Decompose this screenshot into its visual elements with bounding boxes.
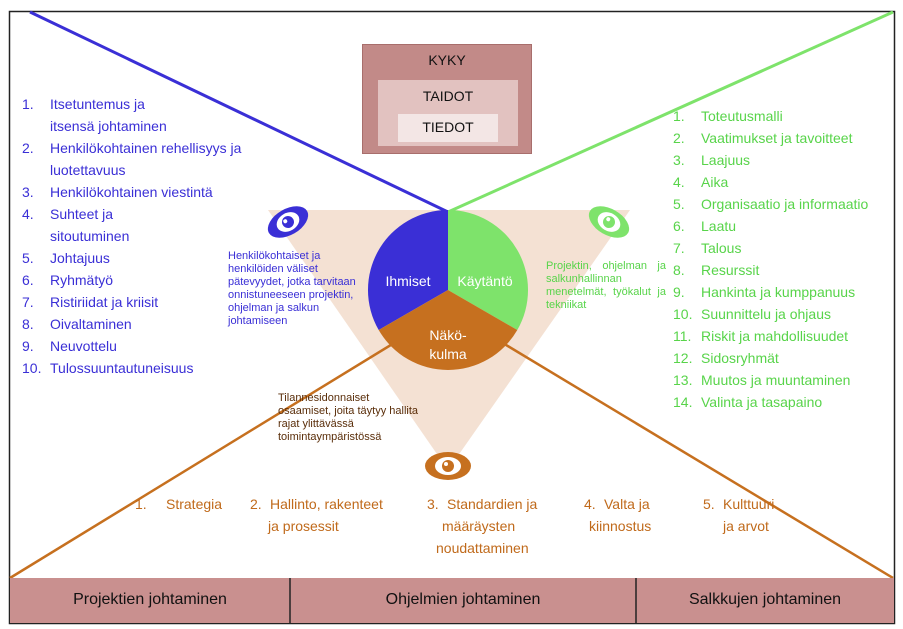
pyramid-inner-label: TIEDOT	[422, 119, 474, 135]
eye-icon-people	[267, 206, 309, 238]
people-description: Henkilökohtaiset ja henkilöiden väliset …	[228, 250, 356, 327]
circle-label-practice: Käytäntö	[457, 273, 513, 289]
circle-label-perspective-1: Näkö-	[429, 327, 467, 343]
circle-label-perspective-2: kulma	[429, 346, 467, 362]
circle-practice	[448, 210, 529, 330]
pyramid-middle-label: TAIDOT	[422, 88, 474, 104]
people-item: 6.Ryhmätyö	[22, 272, 114, 288]
practice-line	[447, 10, 894, 214]
people-item-cont: sitoutuminen	[50, 228, 130, 244]
practice-item: 12.Sidosryhmät	[673, 350, 779, 366]
practice-item: 8.Resurssit	[673, 262, 760, 278]
practice-item: 14.Valinta ja tasapaino	[673, 394, 823, 410]
people-item: 3.Henkilökohtainen viestintä	[22, 184, 213, 200]
practice-item: 11.Riskit ja mahdollisuudet	[673, 328, 849, 344]
bottom-bar	[10, 578, 894, 623]
bottom-cell-portfolios: Salkkujen johtaminen	[688, 591, 842, 608]
practice-item: 5.Organisaatio ja informaatio	[673, 196, 869, 212]
practice-item: 3.Laajuus	[673, 152, 751, 168]
perspective-item: 4.Valta ja	[584, 496, 650, 512]
pyramid-outer-label: KYKY	[428, 52, 466, 68]
outer-border	[8, 10, 896, 625]
people-item-cont: itsensä johtaminen	[50, 118, 167, 134]
practice-item: 13.Muutos ja muuntaminen	[673, 372, 851, 388]
perspective-item-cont: kiinnostus	[589, 518, 652, 534]
circle-label-people: Ihmiset	[385, 273, 431, 289]
people-item: 2.Henkilökohtainen rehellisyys ja	[22, 140, 242, 156]
perspective-item-cont: ja prosessit	[268, 518, 339, 534]
perspective-item: 5.Kulttuuri	[703, 496, 775, 512]
pyramid-inner: TIEDOT	[398, 114, 498, 142]
perspective-description: Tilannesidonnaiset osaamiset, joita täyt…	[278, 392, 419, 443]
perspective-line-right	[447, 308, 894, 580]
eye-icon-practice	[588, 206, 630, 238]
people-item: 4.Suhteet ja	[22, 206, 114, 222]
bottom-cell-projects: Projektien johtaminen	[73, 591, 227, 608]
people-line	[29, 10, 449, 214]
people-item: 10.Tulossuuntautuneisuus	[22, 360, 194, 376]
practice-item: 6.Laatu	[673, 218, 737, 234]
circle-people	[367, 210, 448, 330]
perspective-item-cont: määräysten	[442, 518, 516, 534]
perspective-item-cont: noudattaminen	[436, 540, 529, 556]
people-item: 7.Ristiriidat ja kriisit	[22, 294, 159, 310]
people-item-cont: luotettavuus	[50, 162, 126, 178]
practice-item: 9.Hankinta ja kumppanuus	[673, 284, 856, 300]
practice-item: 7.Talous	[673, 240, 742, 256]
perspective-item: 2.Hallinto, rakenteet	[250, 496, 383, 512]
practice-item: 1.Toteutusmalli	[673, 108, 783, 124]
circle-perspective	[378, 290, 518, 371]
practice-item: 2.Vaatimukset ja tavoitteet	[673, 130, 853, 146]
people-item: 5.Johtajuus	[22, 250, 110, 266]
practice-item: 4.Aika	[673, 174, 729, 190]
perspective-item: 1.Strategia	[135, 496, 223, 512]
practice-description: Projektin, ohjelman ja salkunhallinnan m…	[546, 260, 666, 311]
people-item: 8.Oivaltaminen	[22, 316, 132, 332]
perspective-item: 3.Standardien ja	[427, 496, 538, 512]
practice-item: 10.Suunnittelu ja ohjaus	[673, 306, 831, 322]
perspective-line-left	[9, 308, 449, 580]
people-item: 9.Neuvottelu	[22, 338, 117, 354]
people-item: 1.Itsetuntemus ja	[22, 96, 145, 112]
perspective-item-cont: ja arvot	[723, 518, 769, 534]
bottom-cell-programs: Ohjelmien johtaminen	[385, 591, 541, 608]
eye-icon-perspective	[425, 452, 471, 480]
